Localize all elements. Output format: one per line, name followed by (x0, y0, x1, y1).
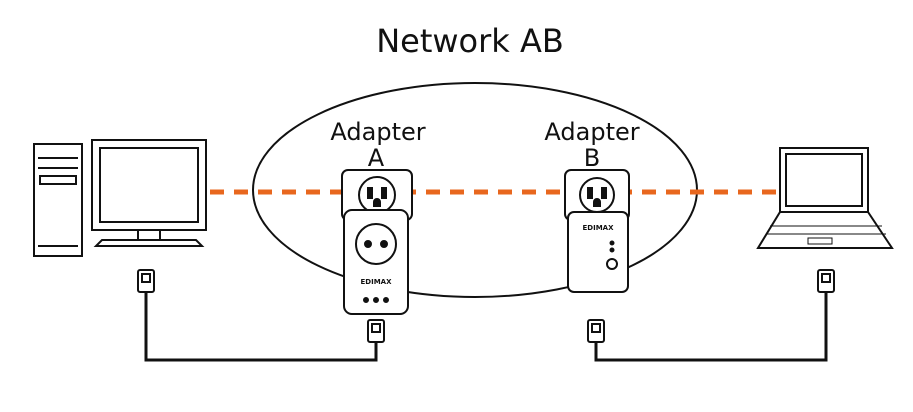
ethernet-cable-desktop-to-adapter-a (146, 292, 376, 360)
adapter-a-brand-logo: EDIMAX (361, 278, 393, 286)
ethernet-cable-adapter-b-to-laptop (596, 292, 826, 360)
ethernet-plug-adapter-b-icon (588, 320, 604, 342)
adapter-b-label-line1: Adapter (544, 118, 639, 146)
adapter-b-brand-logo: EDIMAX (583, 224, 615, 232)
diagram-title: Network AB (376, 22, 564, 60)
desktop-monitor-icon (92, 140, 206, 246)
adapter-b-label-line2: B (584, 144, 600, 172)
ethernet-plug-adapter-a-icon (368, 320, 384, 342)
desktop-tower-icon (34, 144, 82, 256)
adapter-a-label-line2: A (368, 144, 385, 172)
powerline-adapter-a-icon (344, 210, 408, 314)
ethernet-plug-laptop-icon (818, 270, 834, 292)
adapter-a-label-line1: Adapter (330, 118, 425, 146)
ethernet-plug-desktop-icon (138, 270, 154, 292)
laptop-icon (758, 148, 892, 248)
